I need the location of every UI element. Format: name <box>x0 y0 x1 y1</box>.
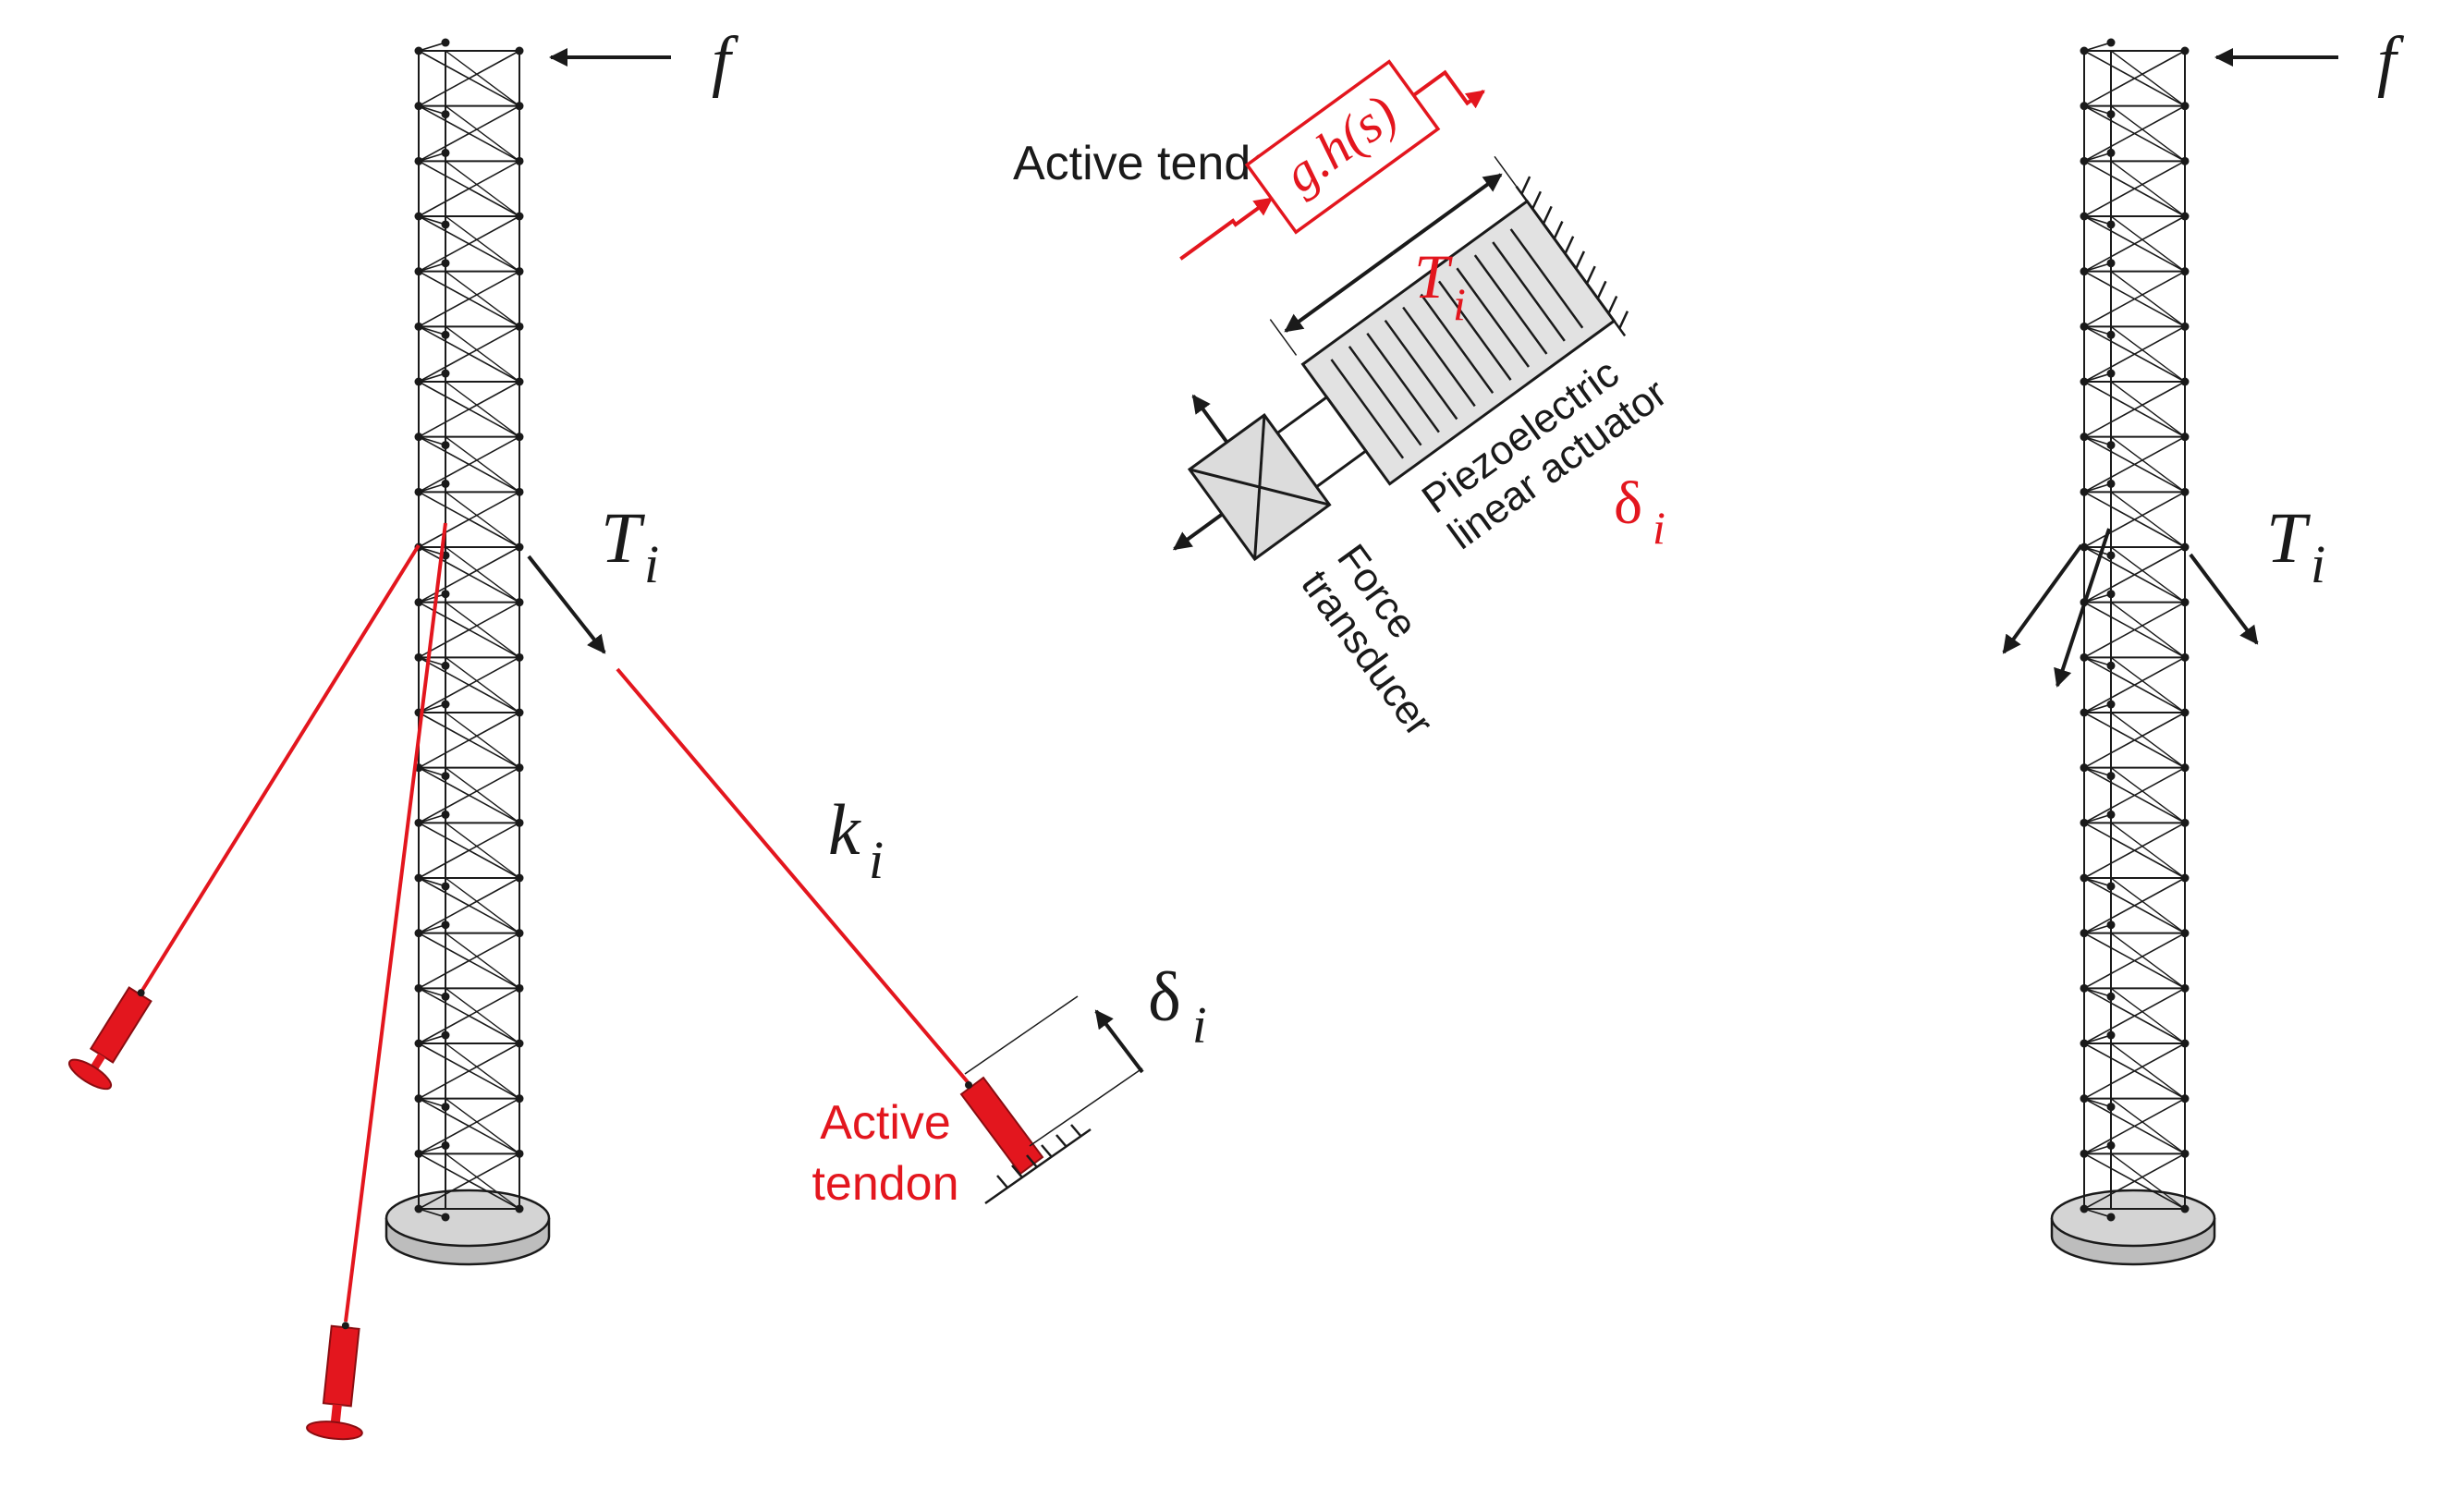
svg-text:i: i <box>1192 997 1207 1055</box>
svg-text:i: i <box>1653 502 1665 554</box>
tendon-cable-2 <box>344 522 447 1323</box>
active-tendon-anchor <box>959 1076 1044 1176</box>
svg-text:δ: δ <box>1148 958 1181 1036</box>
label-T-right: T i <box>2266 497 2325 594</box>
svg-text:T: T <box>2266 497 2311 578</box>
tendon-cable-1 <box>137 543 421 998</box>
svg-text:k: k <box>828 789 861 870</box>
svg-text:i: i <box>869 830 884 890</box>
svg-text:T: T <box>1414 241 1453 311</box>
delta-dimension-lines <box>964 995 1143 1147</box>
svg-text:i: i <box>2311 534 2325 594</box>
label-k: k i <box>828 789 884 890</box>
label-f-right: f <box>2377 23 2405 99</box>
label-T-center: T i <box>1414 241 1466 330</box>
active-tendon-ground <box>984 1124 1092 1205</box>
label-active-tendon-red: Active tendon <box>811 1096 958 1211</box>
svg-text:Active: Active <box>820 1096 951 1150</box>
tension-arrows-right <box>2002 528 2259 688</box>
tendon-anchor-1 <box>67 986 152 1091</box>
label-force-transducer: Force transducer <box>1292 536 1442 744</box>
active-tendon-cable <box>616 667 970 1085</box>
piezo-actuator-body <box>1300 199 1616 486</box>
label-T-left: T i <box>601 497 659 594</box>
delta-arrow <box>1094 1009 1144 1074</box>
label-delta-center: δ i <box>1614 469 1665 554</box>
svg-text:δ: δ <box>1614 469 1642 537</box>
label-f-left: f <box>712 23 739 99</box>
label-delta-left: δ i <box>1148 958 1207 1055</box>
svg-text:tendon: tendon <box>811 1157 958 1211</box>
right-tower-lattice <box>2080 38 2190 1222</box>
right-tower <box>2050 38 2216 1266</box>
tension-arrow-left <box>527 555 606 654</box>
left-tower-base <box>384 1189 551 1266</box>
tendon-anchor-2 <box>306 1322 363 1441</box>
transducer-force-arrows <box>1172 394 1229 551</box>
actuator-ground <box>1515 176 1629 337</box>
left-tower <box>384 38 551 1266</box>
svg-text:i: i <box>1453 278 1466 330</box>
svg-text:i: i <box>644 534 659 594</box>
right-tower-base <box>2050 1189 2216 1266</box>
svg-text:T: T <box>601 497 645 578</box>
stroke-dimension <box>1269 155 1518 356</box>
